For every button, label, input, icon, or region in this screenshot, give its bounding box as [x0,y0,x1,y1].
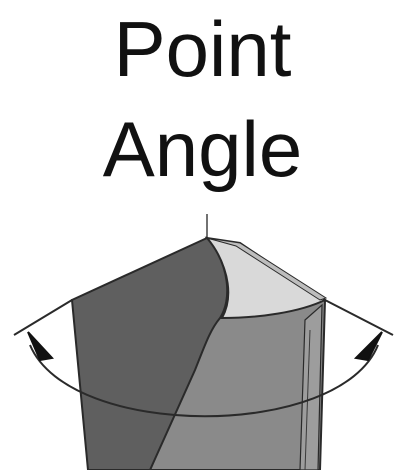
drill-flute-strip [299,303,323,470]
title-line-angle: Angle [102,105,303,193]
curved-arrow-right-icon [353,331,383,362]
extension-line-right [324,299,394,336]
title-line-point: Point [113,5,292,93]
curved-arrow-left-icon [27,331,54,362]
angle-sweep-curve [29,344,379,418]
drill-body-left [70,236,229,470]
extension-line-left [13,299,73,336]
drill-lip-edge [206,237,328,301]
